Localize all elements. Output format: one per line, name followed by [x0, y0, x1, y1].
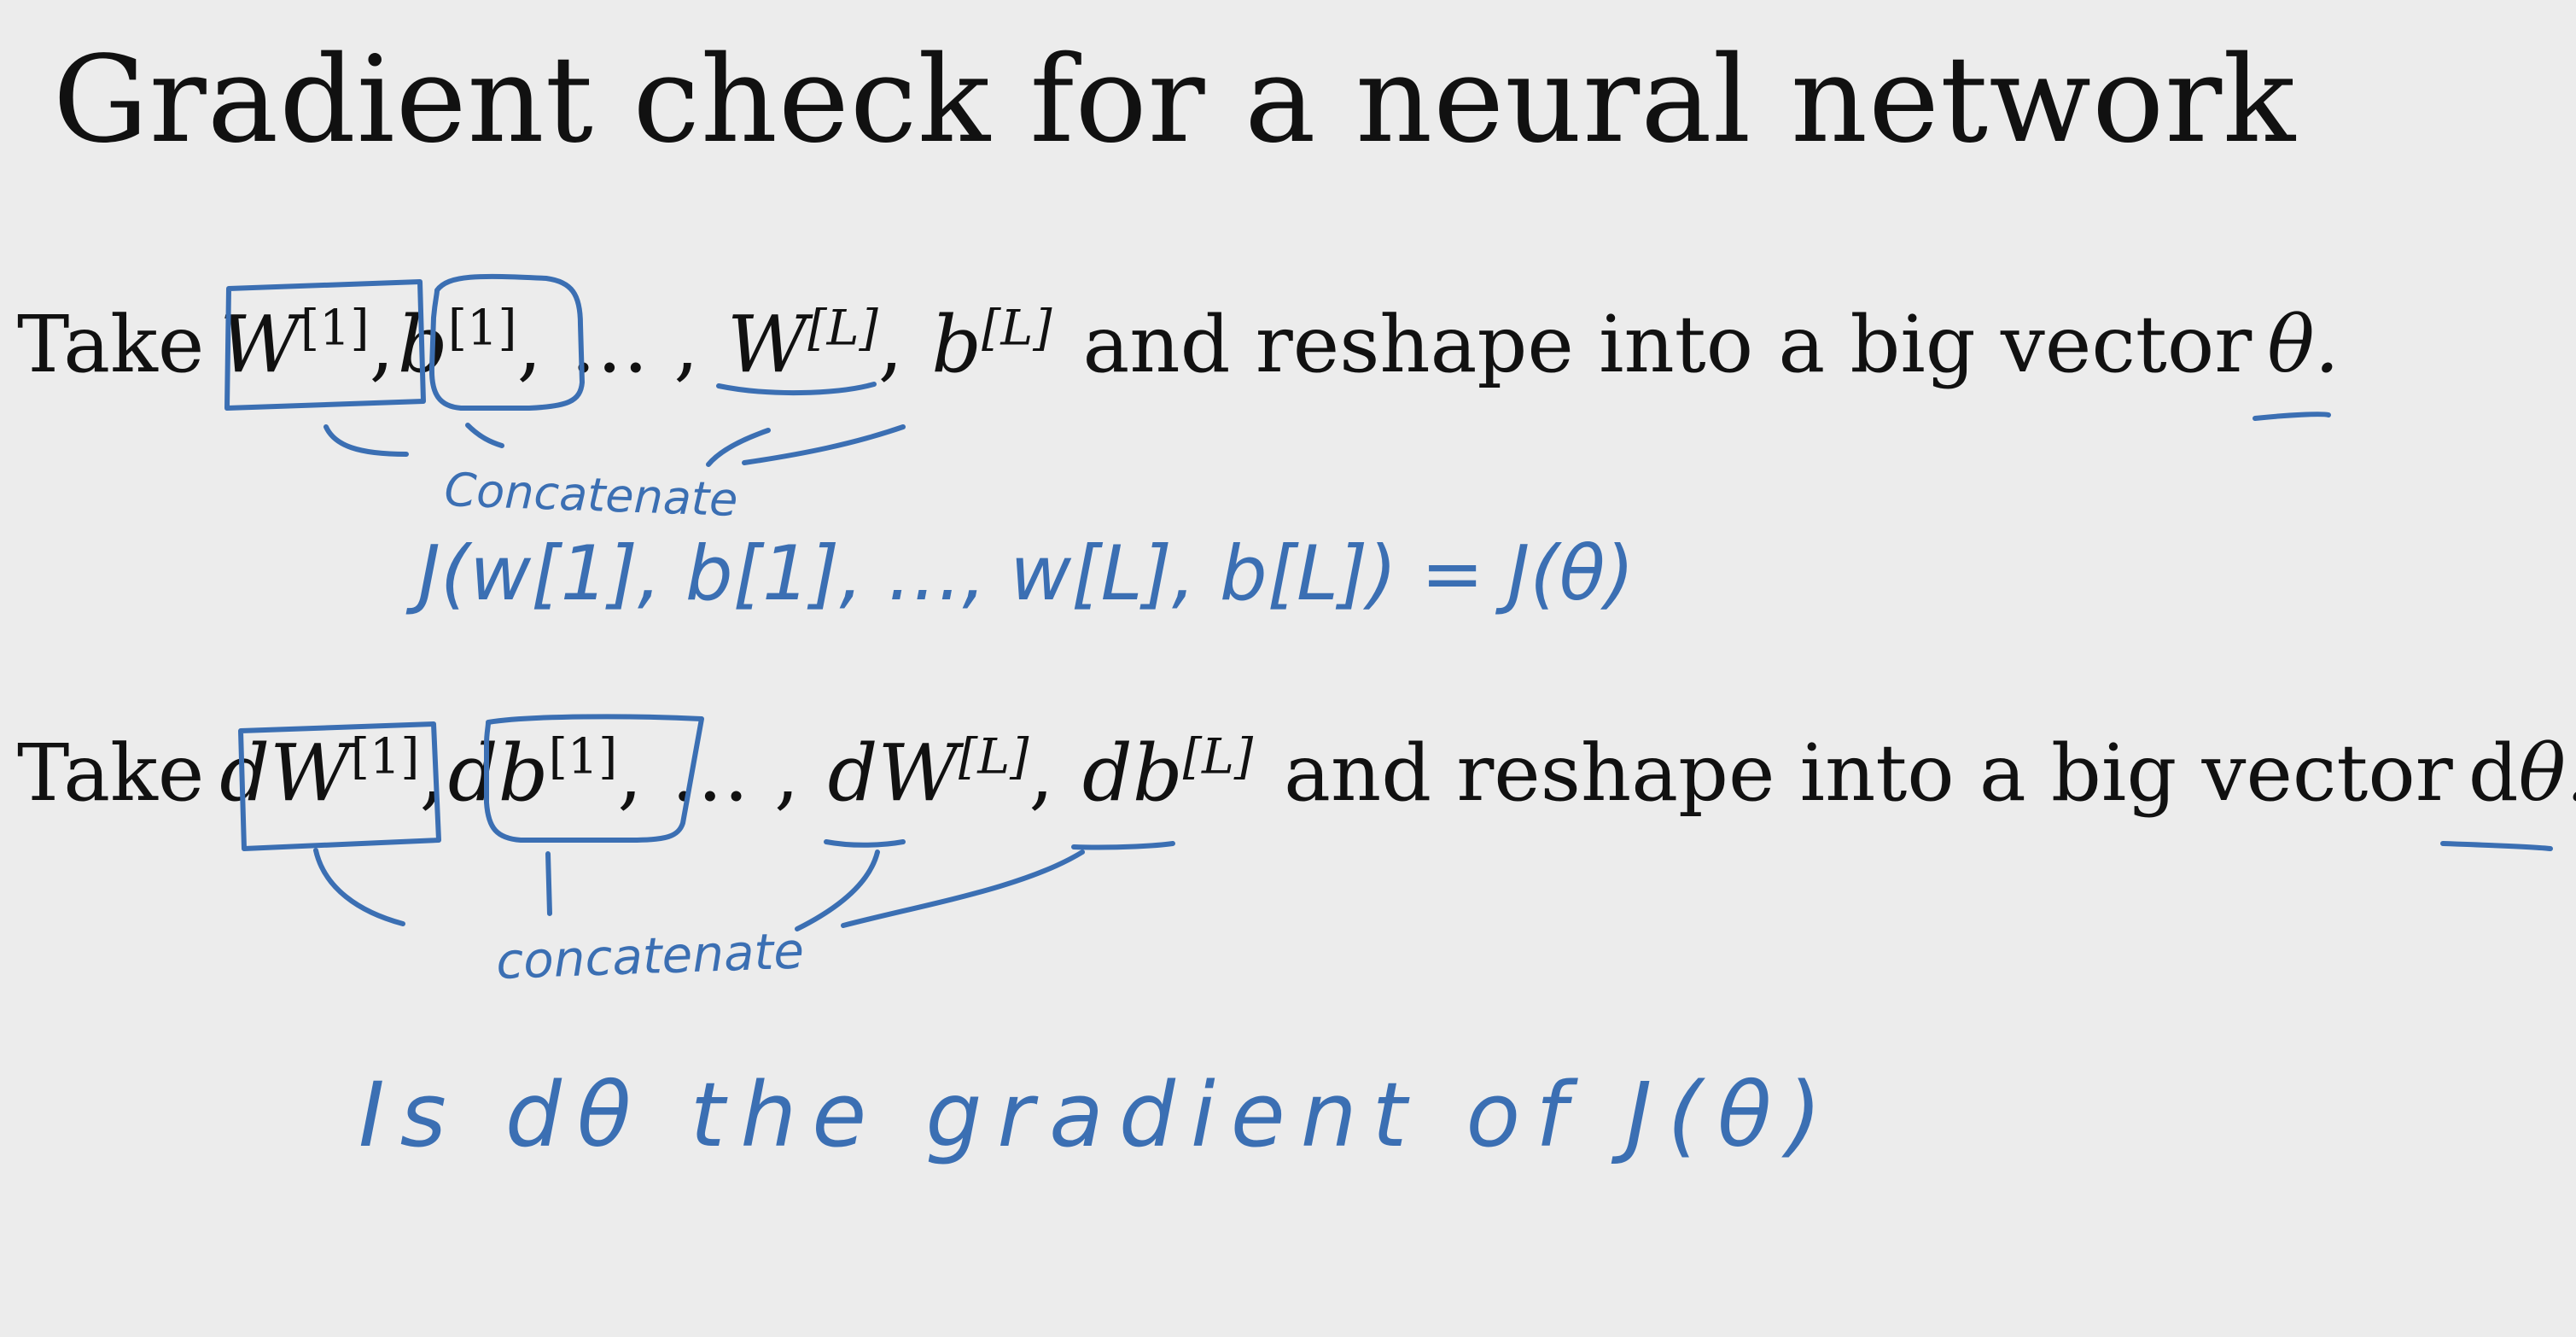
underline-dtheta: [2440, 841, 2553, 851]
wL-superscript: [L]: [807, 300, 878, 357]
dwL-superscript: [L]: [959, 728, 1029, 785]
wL-term: W[L]: [727, 299, 878, 390]
handwritten-concatenate-2: concatenate: [495, 921, 805, 990]
underline-dbL: [1071, 841, 1175, 850]
bL-base: b: [931, 299, 982, 390]
connector-1d: [742, 424, 906, 465]
dwL-base: dW: [827, 727, 959, 819]
bL-superscript: [L]: [982, 300, 1052, 357]
dw1-base: dW: [219, 727, 351, 819]
take-word-2: Take: [17, 727, 205, 819]
connector-2d: [841, 849, 1085, 928]
connector-2b: [545, 851, 552, 916]
ellipsis: …: [570, 299, 650, 390]
connector-2a: [313, 848, 405, 926]
connector-2c: [795, 849, 880, 931]
b1-base: b: [397, 299, 448, 390]
handwritten-question: Is dθ the gradient of J(θ): [358, 1063, 1837, 1167]
handwritten-cost-equation: J(w[1], b[1], …, w[L], b[L]) = J(θ): [405, 529, 1635, 617]
db1-superscript: [1]: [548, 728, 618, 785]
db1-base: db: [447, 727, 549, 819]
w1-superscript: [1]: [300, 300, 370, 357]
take-word: Take: [17, 299, 205, 390]
dtheta-d: d: [2468, 727, 2519, 819]
dw1-term: dW[1]: [219, 727, 419, 819]
dbL-term: db[L]: [1082, 727, 1253, 819]
db1-term: db[1]: [448, 727, 618, 819]
dwL-term: dW[L]: [828, 727, 1029, 819]
dbL-base: db: [1081, 727, 1183, 819]
reshape-text-2: and reshape into a big vector: [1284, 727, 2453, 819]
b1-term: b[1]: [398, 299, 517, 390]
connector-1a: [323, 424, 409, 457]
dw1-superscript: [1]: [350, 728, 420, 785]
reshape-text: and reshape into a big vector: [1082, 299, 2253, 390]
bL-term: b[L]: [931, 299, 1052, 390]
underline-dwL: [824, 839, 906, 848]
connector-1c: [706, 428, 771, 467]
ellipsis-2: …: [670, 727, 749, 819]
handwritten-concatenate-1: Concatenate: [444, 463, 739, 527]
w1-term: W[1]: [219, 299, 369, 390]
wL-base: W: [726, 299, 808, 390]
dtheta-theta: θ.: [2518, 727, 2576, 819]
b1-superscript: [1]: [447, 300, 517, 357]
slide-title: Gradient check for a neural network: [53, 31, 2297, 170]
underline-theta: [2253, 412, 2331, 421]
connector-1b: [465, 423, 504, 448]
w1-base: W: [219, 299, 300, 390]
theta-symbol: θ.: [2267, 299, 2340, 390]
dbL-superscript: [L]: [1182, 728, 1254, 785]
